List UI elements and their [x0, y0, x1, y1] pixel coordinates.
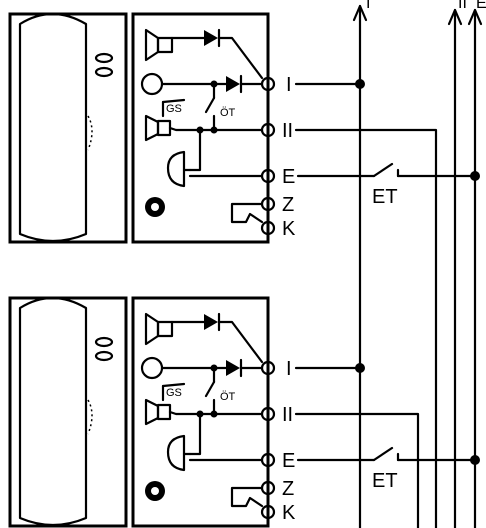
speaker-grille-icon: [94, 336, 114, 348]
handset-icon: [18, 13, 88, 243]
intercom-unit-upper: GS ÖT I II E Z K: [8, 12, 480, 528]
bus-label-E: E: [476, 0, 486, 12]
hook-icon: [87, 115, 93, 151]
junction-dot: [470, 171, 480, 181]
terminal-label: Z: [282, 194, 294, 216]
speaker-grille-icon: [94, 66, 114, 78]
zk-link: [230, 486, 264, 508]
terminal-Z[interactable]: [260, 480, 276, 496]
speaker-grille-icon: [94, 350, 114, 362]
terminal-I[interactable]: [260, 360, 276, 376]
terminal-label: Z: [282, 478, 294, 500]
ringer-speaker-body: [156, 403, 172, 421]
wire: [168, 410, 264, 416]
terminal-label: II: [282, 120, 293, 142]
terminal-label: E: [282, 450, 295, 472]
terminal-K[interactable]: [260, 220, 276, 236]
junction-dot: [470, 455, 480, 465]
junction-dot: [355, 79, 365, 89]
gs-switch-lever: [161, 98, 186, 104]
gs-label: GS: [166, 103, 182, 115]
terminal-label: I: [286, 358, 292, 380]
terminal-Z[interactable]: [260, 196, 276, 212]
diode-icon: [204, 314, 218, 330]
bell-icon: [166, 150, 186, 188]
junction-dot: [355, 363, 365, 373]
bus-label-II: II: [458, 0, 467, 12]
et-label: ET: [372, 470, 398, 492]
wire: [217, 320, 264, 364]
wire-to-bus-II: [294, 128, 438, 528]
zk-link: [230, 202, 264, 224]
bell-icon: [166, 434, 186, 472]
logo-icon-center: [151, 487, 159, 495]
microphone-icon: [140, 356, 164, 380]
gs-switch-lever: [161, 382, 186, 388]
wire: [188, 412, 202, 456]
bus-arrow-I: [352, 4, 368, 22]
ot-switch[interactable]: [204, 96, 216, 114]
et-label: ET: [372, 186, 398, 208]
wire: [188, 128, 202, 172]
bus-arrow-II: [447, 8, 463, 26]
hook-icon: [87, 399, 93, 435]
terminal-II[interactable]: [260, 406, 276, 422]
speaker-grille-icon: [94, 52, 114, 64]
terminal-I[interactable]: [260, 76, 276, 92]
et-switch[interactable]: [372, 446, 394, 462]
diode-icon: [226, 76, 240, 92]
ot-label: ÖT: [220, 107, 236, 119]
ringer-speaker-body: [156, 119, 172, 137]
handset-icon: [18, 297, 88, 527]
diode-icon: [226, 360, 240, 376]
bus-lines: [352, 4, 483, 528]
terminal-label: II: [282, 404, 293, 426]
intercom-unit-lower: GS ÖT I II E Z K: [8, 296, 480, 528]
terminal-K[interactable]: [260, 504, 276, 520]
diode-icon: [204, 30, 218, 46]
ot-label: ÖT: [220, 391, 236, 403]
ringer-speaker-icon: [144, 398, 160, 426]
terminal-E[interactable]: [260, 452, 276, 468]
earpiece-speaker-icon: [144, 312, 160, 346]
ot-switch[interactable]: [204, 380, 216, 398]
et-switch[interactable]: [372, 162, 394, 178]
gs-label: GS: [166, 387, 182, 399]
earpiece-speaker-body: [156, 320, 174, 338]
handset-housing: [8, 296, 128, 528]
logo-icon-center: [151, 203, 159, 211]
terminal-E[interactable]: [260, 168, 276, 184]
terminal-label: K: [282, 502, 296, 524]
earpiece-speaker-body: [156, 36, 174, 54]
bus-arrow-E: [467, 8, 483, 26]
wire: [168, 126, 264, 132]
handset-housing: [8, 12, 128, 244]
terminal-label: K: [282, 218, 296, 240]
wire: [217, 36, 264, 80]
wire-to-bus-II: [294, 412, 420, 528]
terminal-label: I: [286, 74, 292, 96]
earpiece-speaker-icon: [144, 28, 160, 62]
terminal-II[interactable]: [260, 122, 276, 138]
terminal-label: E: [282, 166, 295, 188]
microphone-icon: [140, 72, 164, 96]
bus-label-I: I: [366, 0, 370, 12]
ringer-speaker-icon: [144, 114, 160, 142]
